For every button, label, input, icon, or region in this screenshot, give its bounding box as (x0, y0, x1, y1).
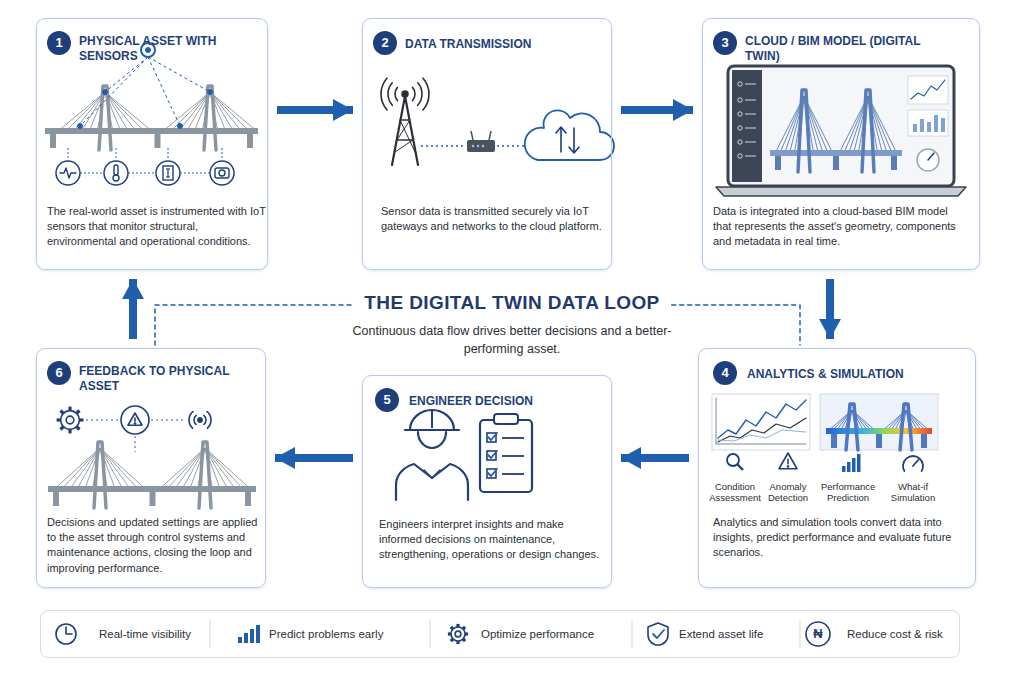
step-card: 2 DATA TRANSMISSION Sensor data is transmi… (362, 18, 612, 270)
tool-label: What-if Simulation (886, 481, 940, 504)
step-number: 1 (47, 31, 71, 55)
step-number-text: 1 (47, 31, 71, 55)
flow-arrow (275, 454, 353, 462)
flow-arrow (129, 279, 137, 339)
diagram-title: THE DIGITAL TWIN DATA LOOP (262, 292, 762, 314)
benefit-text: Reduce cost & risk (847, 628, 957, 642)
step-number-text: 6 (47, 361, 71, 385)
step-heading: ANALYTICS & SIMULATION (747, 367, 967, 382)
step-card: 3 CLOUD / BIM MODEL (DIGITAL TWIN) Data is… (702, 18, 980, 270)
step-number: 2 (373, 31, 397, 55)
step-body: Sensor data is transmitted securely via … (381, 204, 603, 234)
benefit-text: Optimize performance (481, 628, 621, 642)
diagram-title: THE DIGITAL TWIN DATA LOOP (364, 292, 659, 313)
step-number-text: 4 (713, 361, 737, 385)
laptop-bim-model (716, 66, 966, 196)
gear-icon (57, 407, 84, 434)
step-number: 5 (375, 388, 399, 412)
step-body: Engineers interpret insights and make in… (379, 517, 605, 563)
step-card: 6 FEEDBACK TO PHYSICAL ASSET Decisions and… (36, 348, 266, 588)
step-heading: DATA TRANSMISSION (405, 37, 605, 52)
step-number-text: 2 (373, 31, 397, 55)
step-number: 4 (713, 361, 737, 385)
step-body: The real-world asset is instrumented wit… (47, 204, 269, 250)
flow-arrow (621, 106, 693, 114)
benefit-text: Real-time visibility (99, 628, 209, 642)
step-card: 4 ANALYTICS & SIMULATION Analytics and sim… (698, 348, 976, 588)
tool-label: Performance Prediction (821, 481, 875, 504)
bim-bridge (770, 90, 902, 172)
step-card: 5 ENGINEER DECISION Engineers interpret in… (362, 375, 612, 588)
step-number: 3 (713, 31, 737, 55)
step-body: Data is integrated into a cloud-based BI… (713, 204, 969, 250)
step-heading: ENGINEER DECISION (409, 394, 609, 409)
flow-arrow (826, 279, 834, 339)
step-body: Decisions and updated settings are appli… (47, 515, 261, 576)
step-number-text: 5 (375, 388, 399, 412)
step-card: 1 PHYSICAL ASSET WITH SENSORS The real-wor… (36, 18, 268, 270)
benefit-icons (56, 620, 830, 648)
currency-symbol: ₦ (806, 626, 830, 642)
step-heading: CLOUD / BIM MODEL (DIGITAL TWIN) (745, 34, 945, 64)
step-heading: PHYSICAL ASSET WITH SENSORS (79, 34, 259, 64)
feedback-icons (86, 406, 211, 452)
benefit-text: Predict problems early (269, 628, 419, 642)
gear-icon (448, 624, 468, 644)
flow-arrow (621, 454, 689, 462)
tool-label: Condition Assessment (708, 481, 762, 504)
bridge-with-sensors (45, 43, 258, 150)
step-body: Analytics and simulation tools convert d… (713, 515, 965, 561)
flow-arrow (277, 106, 353, 114)
analytics-illustration (712, 394, 938, 450)
engineer-figure (396, 410, 532, 500)
heatmap-bridge (826, 404, 932, 450)
tool-label: Anomaly Detection (761, 481, 815, 504)
step-number: 6 (47, 361, 71, 385)
network-illustration (381, 78, 614, 165)
tool-icons (727, 453, 923, 472)
sensor-icons (56, 148, 234, 185)
step-number-text: 3 (713, 31, 737, 55)
diagram-caption: Continuous data flow drives better decis… (352, 323, 672, 358)
benefit-text: Extend asset life (679, 628, 794, 642)
feedback-bridge (48, 442, 256, 508)
step-heading: FEEDBACK TO PHYSICAL ASSET (79, 364, 259, 394)
